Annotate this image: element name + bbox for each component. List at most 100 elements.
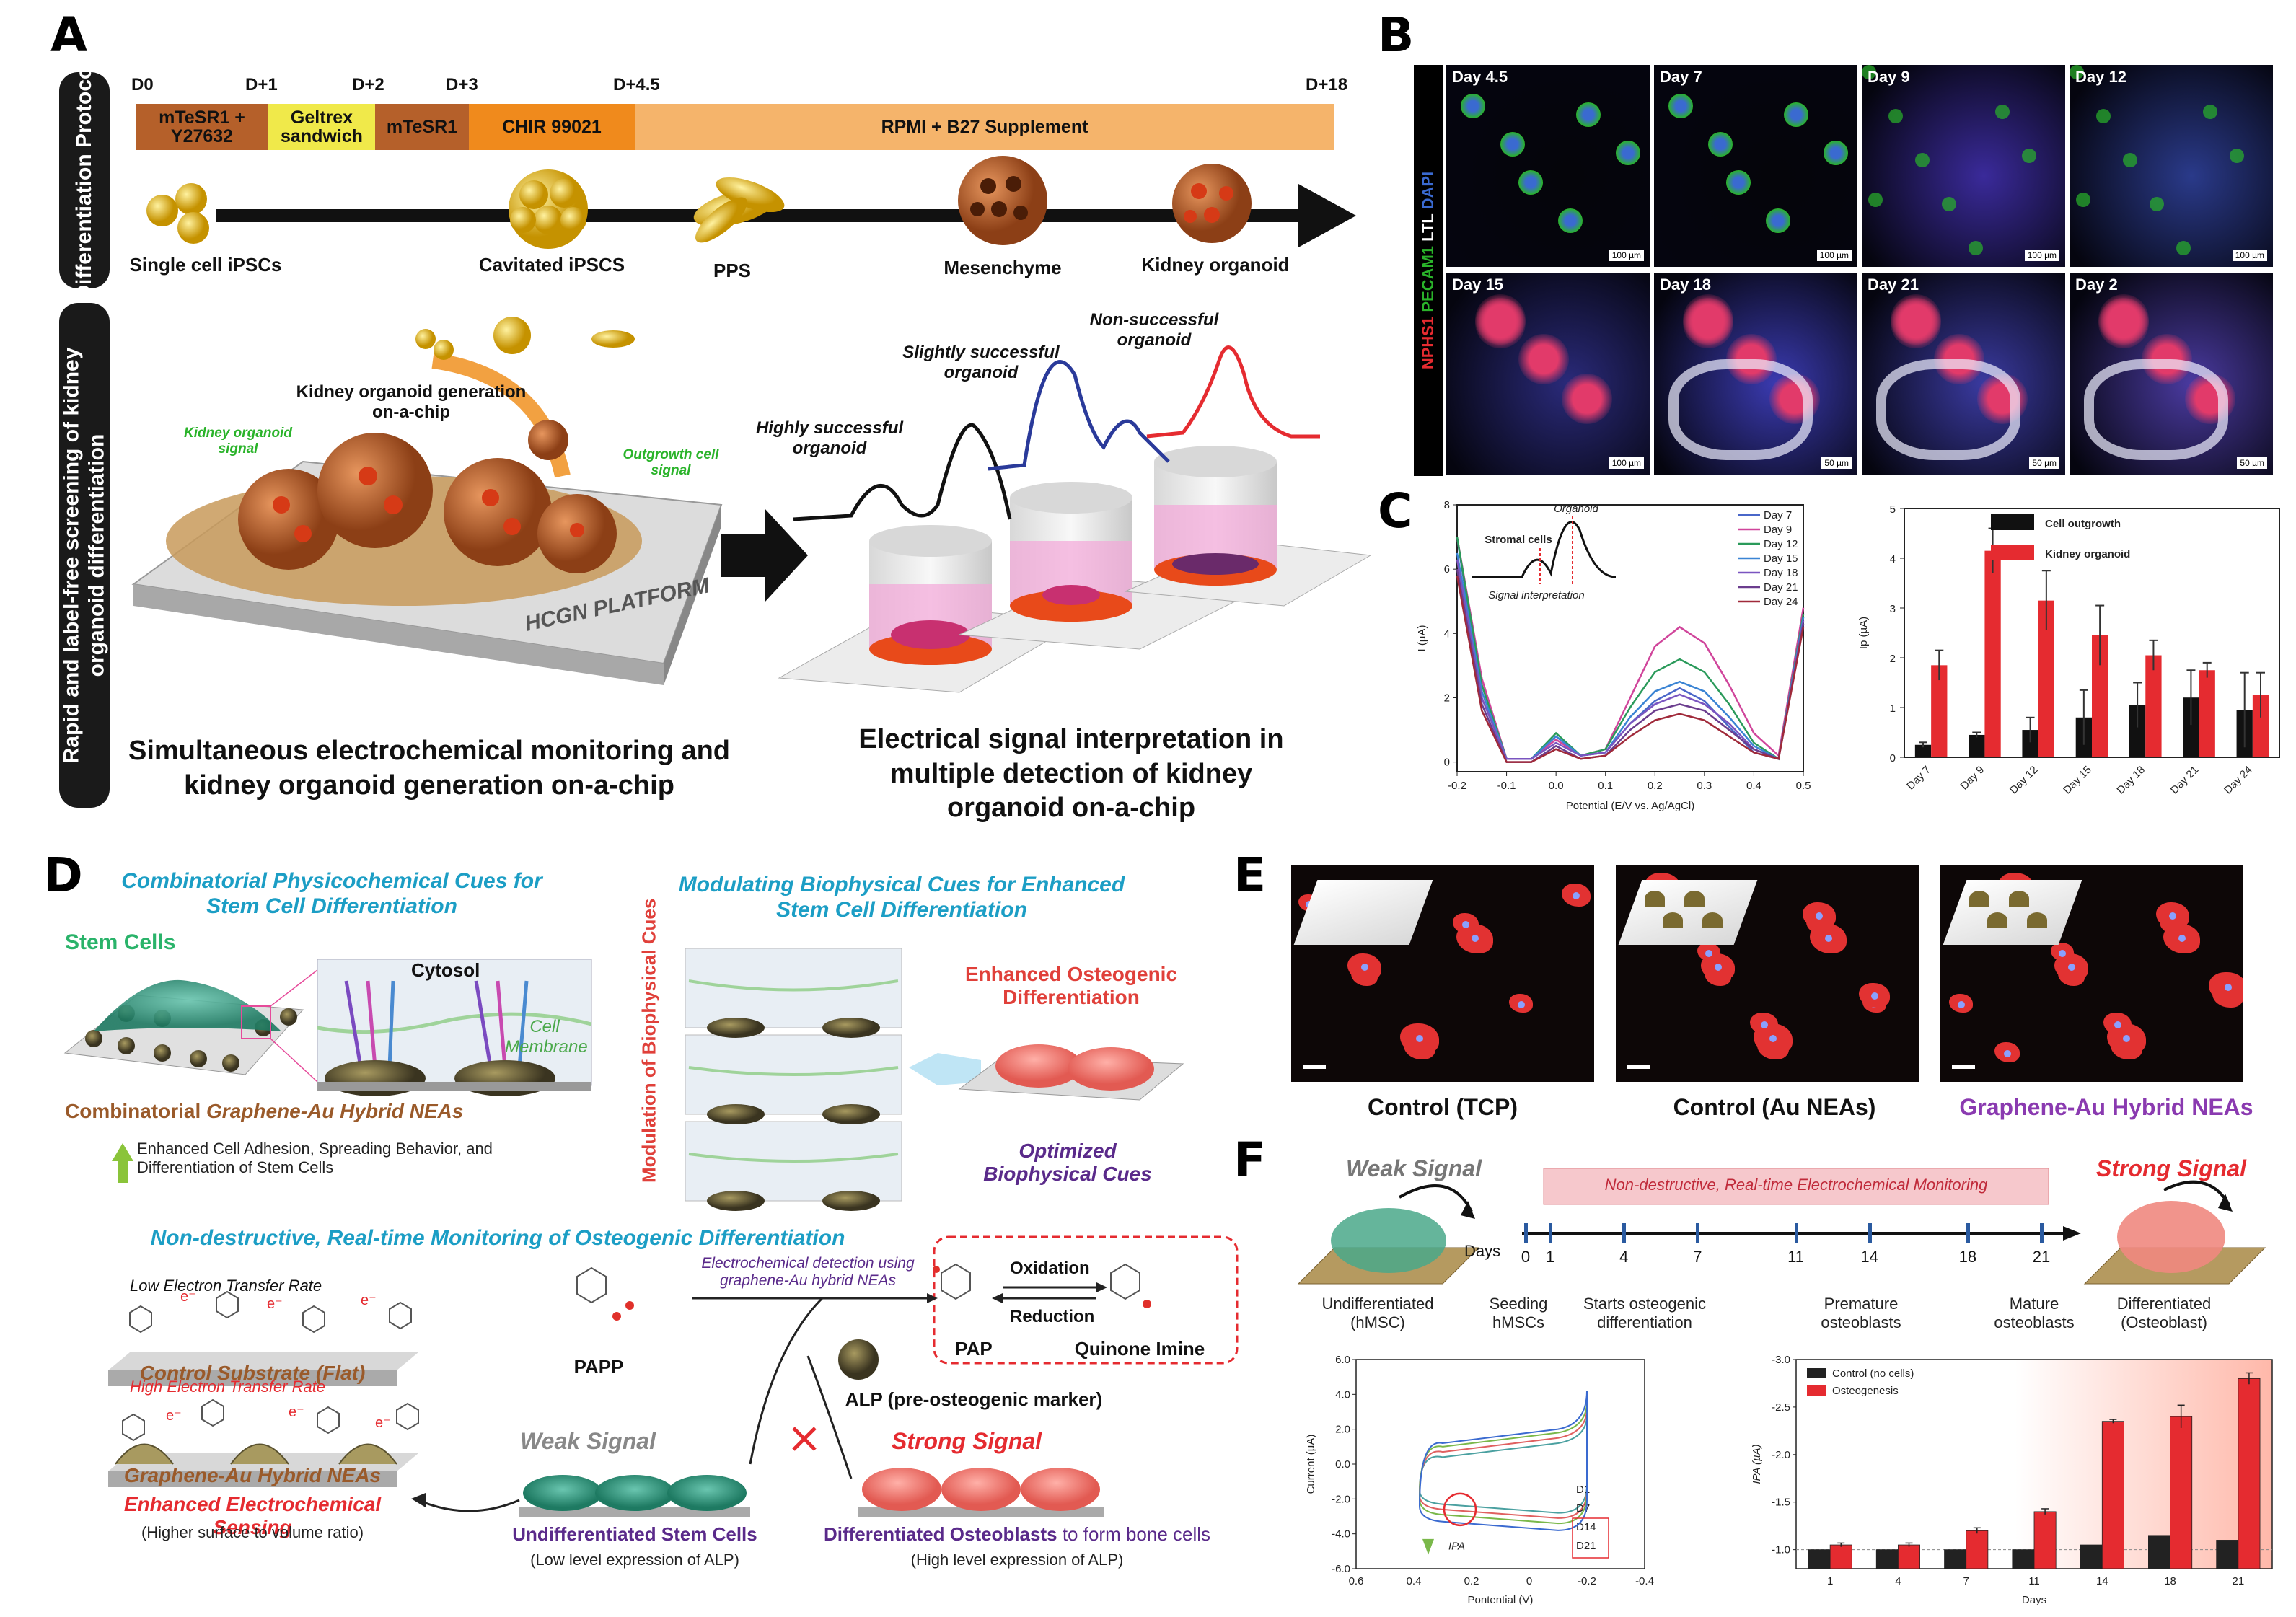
- big-arrow: [721, 508, 808, 602]
- d-enhanced-adhesion: Enhanced Cell Adhesion, Spreading Behavi…: [137, 1140, 493, 1177]
- d-control-substrate: [108, 1352, 418, 1370]
- d-pap: PAP: [955, 1338, 993, 1360]
- inset-stromal: Stromal cells: [1485, 534, 1552, 546]
- y-tick-label: -6.0: [1332, 1563, 1350, 1575]
- y-tick-label: 4: [1444, 627, 1450, 640]
- x-tick-label: 14: [2096, 1575, 2108, 1587]
- d-electron-1: e⁻: [180, 1289, 196, 1305]
- bar: [1914, 744, 1932, 757]
- organoid-highly-label: Highly successful organoid: [755, 418, 904, 458]
- f-banner: [1543, 1168, 2049, 1205]
- d-quinone: Quinone Imine: [1074, 1338, 1205, 1360]
- bar: [2148, 1535, 2170, 1569]
- well-non: [1125, 446, 1372, 607]
- legend-swatch: [1807, 1368, 1826, 1378]
- d-electron-2: e⁻: [267, 1296, 283, 1312]
- d-ec-detect: Electrochemical detection using graphene…: [701, 1255, 915, 1289]
- y-tick-label: -2.5: [1772, 1401, 1790, 1414]
- bar: [1966, 1530, 1989, 1569]
- e-caption-tcp: Control (TCP): [1368, 1094, 1518, 1120]
- scale-bar: 100 µm: [2024, 250, 2059, 261]
- legend-swatch: [1807, 1385, 1826, 1396]
- d-diff-sub: (High level expression of ALP): [910, 1551, 1124, 1569]
- x-tick-label: 0: [1526, 1575, 1532, 1587]
- x-tick-label: 4: [1895, 1575, 1901, 1587]
- legend-label: Day 12: [1764, 538, 1798, 550]
- d-cytosol: Cytosol: [411, 959, 480, 981]
- x-tick-label: 11: [2028, 1575, 2040, 1587]
- ipa-annotation: IPA: [1448, 1540, 1465, 1552]
- x-tick-label: 21: [2233, 1575, 2245, 1587]
- micro-day-label: Day 4.5: [1452, 68, 1508, 86]
- d-stem-cells: Stem Cells: [65, 930, 176, 954]
- x-tick-label: 0.2: [1648, 780, 1663, 792]
- d-title-modulating: Modulating Biophysical Cues for Enhanced…: [678, 873, 1125, 922]
- micro-day-label: Day 18: [1660, 276, 1711, 294]
- y-tick-label: 4: [1890, 553, 1896, 565]
- bar: [2012, 1549, 2035, 1569]
- bar: [2170, 1416, 2193, 1569]
- y-tick-label: -1.5: [1772, 1497, 1790, 1509]
- d-sensing-label: Enhanced Electrochemical Sensing: [123, 1493, 382, 1538]
- d-title-monitoring: Non-destructive, Real-time Monitoring of…: [150, 1226, 845, 1250]
- peak-circle: [1443, 1492, 1477, 1527]
- day-label-d1: D+1: [245, 75, 278, 94]
- y-axis-label: IPA (µA): [1751, 1444, 1763, 1484]
- micro-day-label: Day 9: [1868, 68, 1910, 86]
- x-tick-label: -0.4: [1635, 1575, 1654, 1587]
- f-tick-label: 7: [1693, 1248, 1702, 1266]
- y-tick-label: 2: [1444, 692, 1450, 704]
- bar: [2216, 1540, 2239, 1569]
- y-tick-label: -3.0: [1772, 1354, 1790, 1366]
- stage-pps: PPS: [713, 260, 752, 281]
- f-starts: Starts osteogenic differentiation: [1583, 1295, 1706, 1332]
- f-tick-label: 18: [1958, 1248, 1977, 1266]
- cvf-frame: [1355, 1359, 1645, 1569]
- bar: [2129, 705, 2146, 757]
- y-tick-label: 1: [1890, 702, 1896, 715]
- mesenchyme-icon: [958, 156, 1047, 245]
- protocol-segment-mtesr-y: mTeSR1 + Y27632: [136, 104, 268, 150]
- y-tick-label: 0: [1890, 752, 1896, 765]
- cv-series-line: [1456, 575, 1805, 763]
- f-weak-signal: Weak Signal: [1346, 1155, 1482, 1181]
- micro-day-label: Day 7: [1660, 68, 1702, 86]
- screening-sidebar: Rapid and label-free screening of kidney…: [59, 303, 110, 808]
- micro-day-label: Day 21: [1868, 276, 1919, 294]
- f-tick-mark: [1549, 1223, 1553, 1243]
- cvf-series-loop: [1418, 1391, 1588, 1531]
- cv-frame: [1456, 504, 1804, 772]
- highlight-band: [2015, 1360, 2272, 1569]
- y-tick-label: 2: [1890, 653, 1896, 665]
- chip-title: Kidney organoid generation on-a-chip: [296, 382, 527, 422]
- f-tick-label: 11: [1787, 1248, 1804, 1266]
- panel-label-d: D: [43, 847, 83, 903]
- signal-slightly: [988, 360, 1170, 471]
- bar: [1984, 550, 2001, 757]
- y-tick-label: 6.0: [1335, 1354, 1350, 1366]
- legend-label: Day 21: [1764, 581, 1798, 594]
- protocol-segment-geltrex: Geltrex sandwich: [268, 104, 375, 150]
- d-title-combinatorial: Combinatorial Physicochemical Cues for S…: [121, 869, 542, 918]
- y-tick-label: -2.0: [1772, 1449, 1790, 1461]
- legend-label: D21: [1576, 1540, 1596, 1552]
- panel-label-f: F: [1233, 1132, 1267, 1188]
- x-axis-label: Pontential (V): [1468, 1594, 1534, 1606]
- bar: [1944, 1549, 1967, 1569]
- f-tick-mark: [1868, 1223, 1872, 1243]
- inset-curve: [1472, 521, 1617, 578]
- d-diff-b: to form bone cells: [1057, 1523, 1211, 1545]
- d-undiff-sub: (Low level expression of ALP): [530, 1551, 739, 1569]
- d-combi-b: Graphene-Au Hybrid NEAs: [206, 1100, 464, 1122]
- f-seeding: Seeding hMSCs: [1489, 1295, 1548, 1332]
- y-tick-label: -2.0: [1332, 1493, 1350, 1505]
- chip-outgrowth-signal: Outgrowth cell signal: [623, 447, 719, 478]
- scale-bar: 50 µm: [1821, 457, 1852, 469]
- chip-organoids: [238, 433, 617, 573]
